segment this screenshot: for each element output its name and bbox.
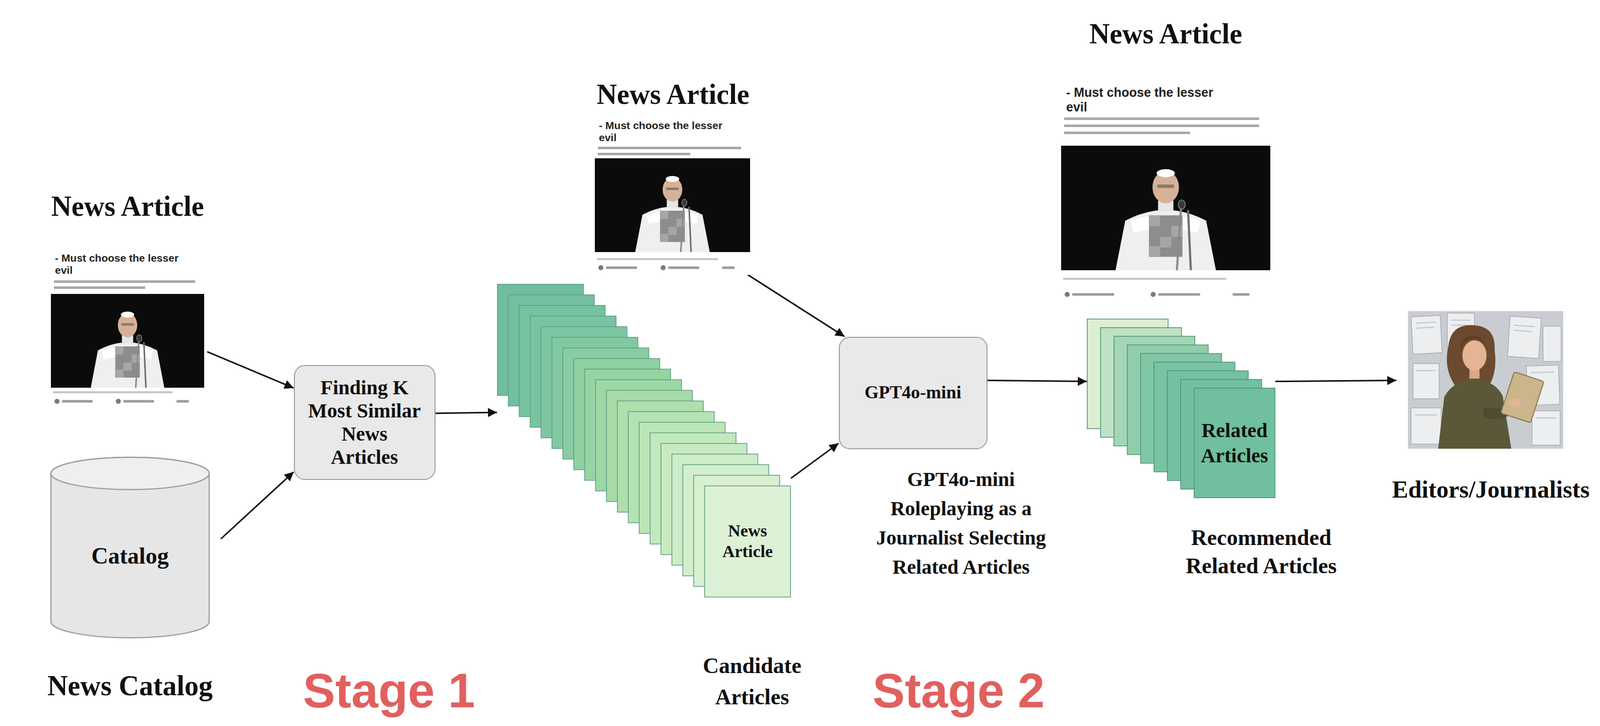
process-box: GPT4o-miniGPT4o-mini Roleplaying as a Jo… [838, 336, 988, 450]
article-card [50, 250, 205, 409]
byline-dot [660, 265, 666, 271]
box-label: Finding K Most Similar News Articles [306, 376, 423, 469]
byline-dot [115, 398, 121, 404]
article-headline: - Must choose the lesser evil [1066, 85, 1223, 115]
person-label: Editors/Journalists [1391, 474, 1590, 505]
section-heading: News Catalog [39, 668, 221, 703]
photo-caption-line [52, 391, 173, 394]
article-headline: - Must choose the lesser evil [54, 252, 188, 277]
caption-text: Candidate Articles [686, 650, 818, 713]
section-heading: News Article [47, 190, 208, 222]
body-text-line [53, 280, 196, 283]
arrow-connector [748, 274, 845, 337]
article-photo [1061, 145, 1271, 271]
byline-line [605, 266, 638, 270]
cylinder-top [50, 457, 210, 490]
card-ground [1061, 60, 1271, 306]
article-card [594, 115, 751, 275]
byline-dot [598, 265, 604, 271]
article-photo [50, 293, 205, 388]
article-headline: - Must choose the lesser evil [598, 119, 729, 144]
caption-text: GPT4o-mini Roleplaying as a Journalist S… [868, 464, 1055, 582]
process-box: Finding K Most Similar News Articles [293, 364, 436, 480]
byline-line [1158, 293, 1201, 296]
body-text-line [1064, 117, 1260, 120]
caption-text: Recommended Related Articles [1178, 523, 1345, 581]
arrow-connector [435, 412, 498, 414]
person-photo [1407, 311, 1564, 449]
article-node: News Article - Must choose the lesser evi… [47, 190, 208, 409]
cylinder-shape [39, 453, 221, 706]
byline-line [1232, 293, 1250, 296]
arrow-connector [790, 443, 839, 478]
byline-line [722, 266, 735, 270]
byline-dot [1064, 291, 1070, 297]
stage-label: Stage 2 [872, 666, 1045, 715]
body-text-line [53, 286, 146, 289]
body-text-line [597, 152, 691, 156]
section-heading: News Article [1061, 17, 1271, 50]
card-stack: News ArticleCandidate Articles [497, 283, 791, 598]
body-text-line [1064, 131, 1191, 135]
arrow-connector [207, 351, 294, 389]
article-node: News Article - Must choose the lesser evi… [1061, 17, 1271, 306]
byline-line [668, 266, 700, 270]
section-heading: News Article [589, 78, 757, 110]
article-photo [594, 158, 751, 253]
cylinder-body [50, 457, 210, 638]
card-ground [50, 250, 205, 409]
byline-line [176, 400, 189, 403]
byline-dot [1150, 291, 1156, 297]
card-stack: Related ArticlesRecommended Related Arti… [1086, 318, 1276, 499]
article-card [704, 485, 791, 598]
card-ground [594, 115, 751, 275]
card-label: News Article [704, 485, 791, 598]
arrow-connector [220, 471, 294, 539]
article-shape [47, 190, 208, 409]
card-label: Related Articles [1193, 387, 1276, 499]
arrow-connector [1275, 380, 1397, 382]
byline-line [1072, 293, 1115, 296]
arrow-connector [987, 380, 1088, 382]
photo-node: Editors/Journalists [1396, 311, 1586, 510]
body-text-line [1064, 124, 1260, 128]
byline-line [62, 400, 93, 403]
stage-label: Stage 1 [302, 666, 475, 715]
article-card [1194, 388, 1276, 499]
cylinder-label: Catalog [50, 540, 210, 572]
article-shape [1061, 17, 1271, 306]
stack-shape [1086, 318, 1276, 499]
photo-caption-line [596, 258, 718, 261]
byline-dot [54, 398, 60, 404]
body-text-line [597, 146, 742, 150]
box-label: GPT4o-mini [864, 381, 962, 404]
byline-line [123, 400, 155, 403]
article-card [1061, 60, 1271, 306]
photo-caption-line [1063, 277, 1227, 280]
database-cylinder: CatalogNews Catalog [39, 453, 221, 706]
article-node: News Article - Must choose the lesser evi… [589, 78, 757, 275]
